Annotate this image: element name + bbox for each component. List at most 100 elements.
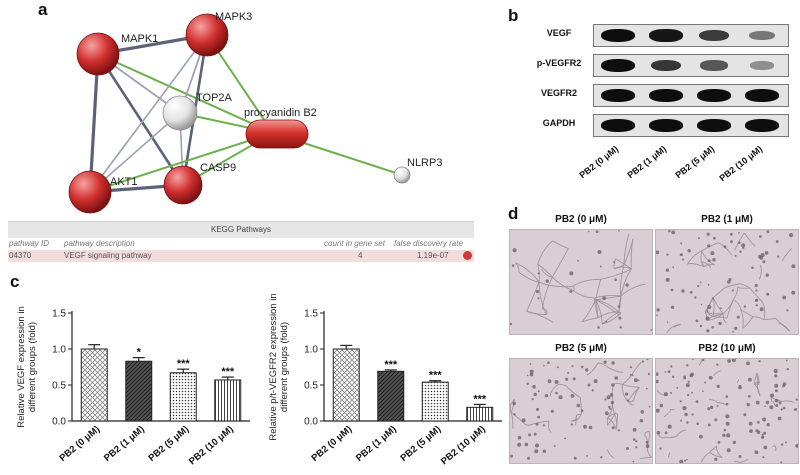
tube-segment [510, 411, 525, 424]
cell-dot [580, 365, 584, 369]
cell-dot [687, 393, 690, 397]
tube-segment [597, 311, 619, 319]
tube-segment [718, 242, 732, 256]
x-tick-label: PB2 (0 μM) [57, 424, 102, 464]
tube-segment [602, 311, 620, 325]
cell-dot [510, 322, 513, 326]
tube-segment [615, 258, 632, 270]
tube-segment [576, 413, 582, 416]
node-mapk3 [185, 13, 229, 57]
cell-dot [734, 254, 737, 257]
bar [421, 381, 449, 422]
cell-dot [712, 258, 716, 262]
cell-dot [667, 424, 672, 429]
cell-dot [659, 403, 664, 408]
cell-dot [610, 401, 614, 405]
tube-segment [782, 400, 794, 403]
cell-dot [526, 382, 529, 385]
significance-mark: *** [221, 366, 235, 378]
cell-dot [782, 406, 786, 410]
cell-dot [680, 253, 683, 256]
kegg-data-row: 04370 VEGF signaling pathway 4 1.19e-07 [8, 250, 474, 262]
tube-segment [537, 240, 553, 265]
tube-segment [526, 310, 554, 323]
cell-dot [656, 408, 660, 413]
kegg-cell-fdr: 1.19e-07 [417, 251, 449, 260]
significance-mark: * [137, 347, 142, 359]
bar [332, 348, 360, 422]
y-tick-label: 1.0 [304, 345, 318, 356]
cell-dot [572, 377, 576, 381]
cell-dot [751, 266, 754, 270]
tube-segment [701, 250, 715, 266]
y-axis-label: Relative p/t-VEGFR2 expression indiffere… [268, 293, 290, 440]
cell-dot [684, 459, 687, 462]
cell-dot [535, 290, 540, 294]
cell-dot [687, 249, 691, 253]
cell-dot [708, 375, 713, 380]
y-tick-label: 1.5 [52, 309, 66, 320]
tube-segment [716, 402, 728, 407]
cell-dot [663, 392, 668, 397]
tube-segment [614, 412, 619, 416]
node-label-mapk1: MAPK1 [121, 33, 158, 45]
cell-dot [569, 271, 574, 276]
cell-dot [537, 272, 540, 275]
node-label-akt1: AKT1 [110, 176, 138, 188]
cell-dot [730, 240, 733, 244]
blot-label-p-vegfr2: p-VEGFR2 [536, 58, 582, 68]
cell-dot [666, 253, 669, 256]
tube-segment [758, 264, 762, 280]
cell-dot [529, 369, 534, 374]
cell-dot [511, 264, 515, 267]
cell-dot [526, 374, 529, 377]
blot-band-3-2 [697, 119, 731, 132]
blot-strip-vegf [593, 24, 789, 47]
cell-dot [774, 374, 778, 378]
tube-segment [510, 412, 514, 429]
tube-segment [607, 417, 617, 430]
cell-dot [759, 307, 764, 312]
cell-dot [763, 431, 767, 435]
cell-dot [762, 456, 765, 459]
network-labels: MAPK3 MAPK1 TOP2A procyanidin B2 AKT1 CA… [110, 11, 442, 188]
cell-dot [535, 422, 539, 426]
cell-dot [774, 383, 779, 388]
cell-dot [691, 391, 693, 394]
cell-dot [775, 240, 779, 243]
node-nlrp3 [393, 166, 411, 184]
tube-segment [774, 445, 777, 451]
micrograph-pb2-10 [655, 358, 799, 464]
cell-dot [773, 368, 778, 374]
micrograph-background [656, 230, 798, 334]
cell-dot [625, 283, 629, 287]
blot-band-1-0 [601, 59, 635, 72]
cell-dot [689, 290, 693, 294]
tube-segment [757, 381, 760, 385]
cell-dot [564, 437, 566, 440]
tube-segment [639, 456, 652, 460]
tube-segment [709, 445, 718, 453]
cell-dot [665, 268, 670, 272]
cell-dot [685, 383, 690, 388]
tube-network-3 [656, 359, 798, 463]
cell-dot [765, 400, 770, 405]
cell-dot [782, 295, 787, 300]
tube-segment [613, 258, 617, 269]
cell-dot [756, 420, 760, 424]
tube-network-1 [656, 230, 798, 334]
cell-dot [534, 449, 539, 454]
tube-segment [567, 387, 581, 398]
x-tick-label: PB2 (1 μM) [354, 424, 399, 464]
node-casp9 [163, 165, 203, 205]
tube-segment [743, 232, 756, 247]
blot-band-0-0 [601, 29, 635, 42]
cell-dot [573, 456, 577, 460]
cell-dot [692, 359, 694, 360]
tube-segment [658, 434, 667, 439]
cell-dot [571, 365, 574, 368]
tube-segment [712, 287, 725, 299]
tube-segment [595, 299, 599, 318]
cell-dot [536, 408, 539, 411]
cell-dot [680, 242, 683, 245]
